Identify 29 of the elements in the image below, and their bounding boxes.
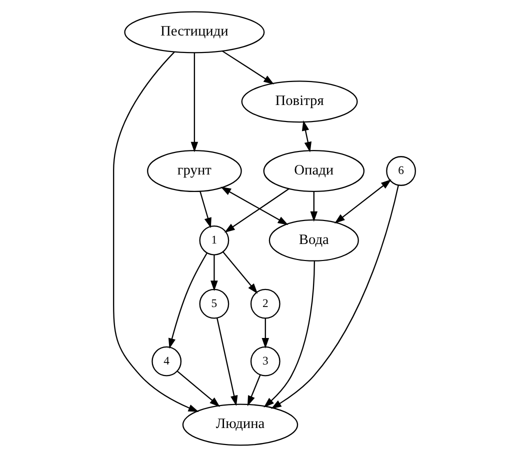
arrow <box>216 318 238 406</box>
arrow <box>264 260 316 408</box>
arrow <box>220 186 288 226</box>
arrow <box>168 252 208 349</box>
arrow <box>334 179 392 224</box>
node-circle: 6 <box>386 156 416 186</box>
arrow <box>113 52 199 412</box>
node-ellipse: Опади <box>263 150 365 192</box>
arrow <box>177 370 220 407</box>
node-circle: 5 <box>199 288 230 319</box>
arrow <box>190 52 198 152</box>
node-ellipse: Повітря <box>241 80 358 123</box>
arrow <box>224 188 290 233</box>
node-ellipse: Вода <box>268 219 359 262</box>
node-ellipse: грунт <box>147 150 242 192</box>
node-ellipse: Пестициди <box>124 11 265 54</box>
arrow <box>302 120 312 152</box>
arrow <box>262 318 270 348</box>
arrow <box>210 254 218 292</box>
arrow <box>222 50 274 84</box>
node-circle: 4 <box>152 346 182 376</box>
arrow <box>247 374 261 406</box>
node-circle: 1 <box>199 225 230 256</box>
node-circle: 3 <box>250 346 280 376</box>
arrow <box>310 191 318 222</box>
node-circle: 2 <box>250 288 280 319</box>
arrow <box>270 185 399 409</box>
arrow <box>222 252 258 294</box>
arrow <box>200 191 212 228</box>
